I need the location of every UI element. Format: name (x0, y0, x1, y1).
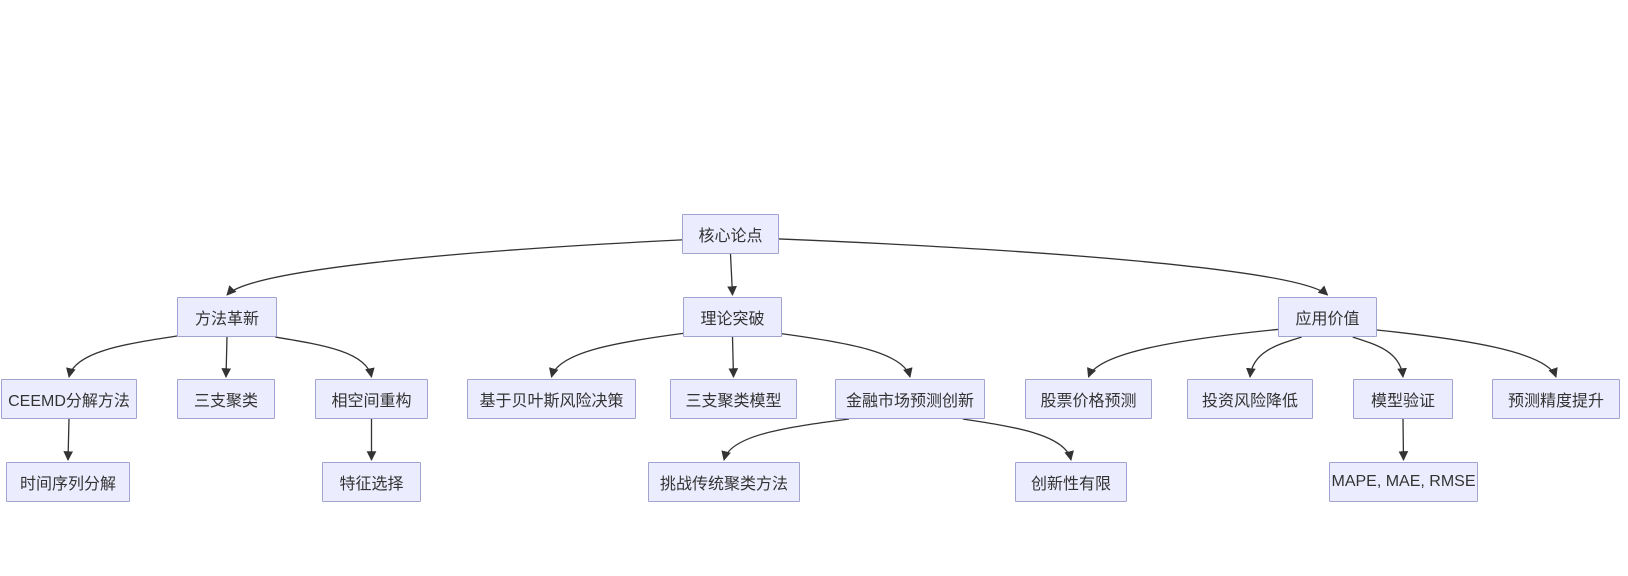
node-feature-selection: 特征选择 (322, 462, 421, 502)
edge-method-innovation-to-phase-space (275, 336, 375, 378)
edge-application-value-to-risk-reduction (1246, 336, 1302, 378)
node-ceemd: CEEMD分解方法 (1, 379, 137, 419)
edge-ceemd-to-ts-decomposition (63, 418, 74, 461)
node-twc-model: 三支聚类模型 (670, 379, 797, 419)
edge-method-innovation-to-three-way-clustering (221, 336, 232, 378)
edge-model-validation-to-metrics (1398, 418, 1409, 461)
node-model-validation: 模型验证 (1353, 379, 1453, 419)
edge-application-value-to-accuracy-improvement (1376, 329, 1558, 378)
edge-group (63, 238, 1558, 461)
node-method-innovation: 方法革新 (177, 297, 277, 337)
node-risk-reduction: 投资风险降低 (1187, 379, 1313, 419)
node-challenge-clustering: 挑战传统聚类方法 (648, 462, 800, 502)
node-fin-market-innovation: 金融市场预测创新 (835, 379, 985, 419)
node-core-thesis: 核心论点 (682, 214, 779, 254)
edge-application-value-to-model-validation (1352, 336, 1407, 378)
node-limited-innovation: 创新性有限 (1015, 462, 1127, 502)
edge-fin-market-innovation-to-limited-innovation (962, 418, 1074, 461)
edge-core-thesis-to-application-value (778, 238, 1329, 296)
node-accuracy-improvement: 预测精度提升 (1492, 379, 1620, 419)
node-phase-space: 相空间重构 (315, 379, 428, 419)
edge-application-value-to-stock-price-pred (1087, 328, 1279, 378)
node-bayes-risk-decision: 基于贝叶斯风险决策 (467, 379, 636, 419)
node-three-way-clustering: 三支聚类 (177, 379, 275, 419)
node-application-value: 应用价值 (1278, 297, 1377, 337)
edge-theory-breakthrough-to-twc-model (728, 336, 739, 378)
edge-core-thesis-to-theory-breakthrough (727, 253, 737, 296)
node-metrics: MAPE, MAE, RMSE (1329, 462, 1478, 502)
node-ts-decomposition: 时间序列分解 (6, 462, 130, 502)
node-theory-breakthrough: 理论突破 (683, 297, 782, 337)
edge-core-thesis-to-method-innovation (226, 239, 683, 296)
edge-fin-market-innovation-to-challenge-clustering (721, 418, 850, 461)
edge-theory-breakthrough-to-bayes-risk-decision (549, 332, 684, 378)
node-stock-price-pred: 股票价格预测 (1025, 379, 1152, 419)
edge-theory-breakthrough-to-fin-market-innovation (781, 333, 913, 378)
edge-method-innovation-to-ceemd (66, 335, 178, 378)
